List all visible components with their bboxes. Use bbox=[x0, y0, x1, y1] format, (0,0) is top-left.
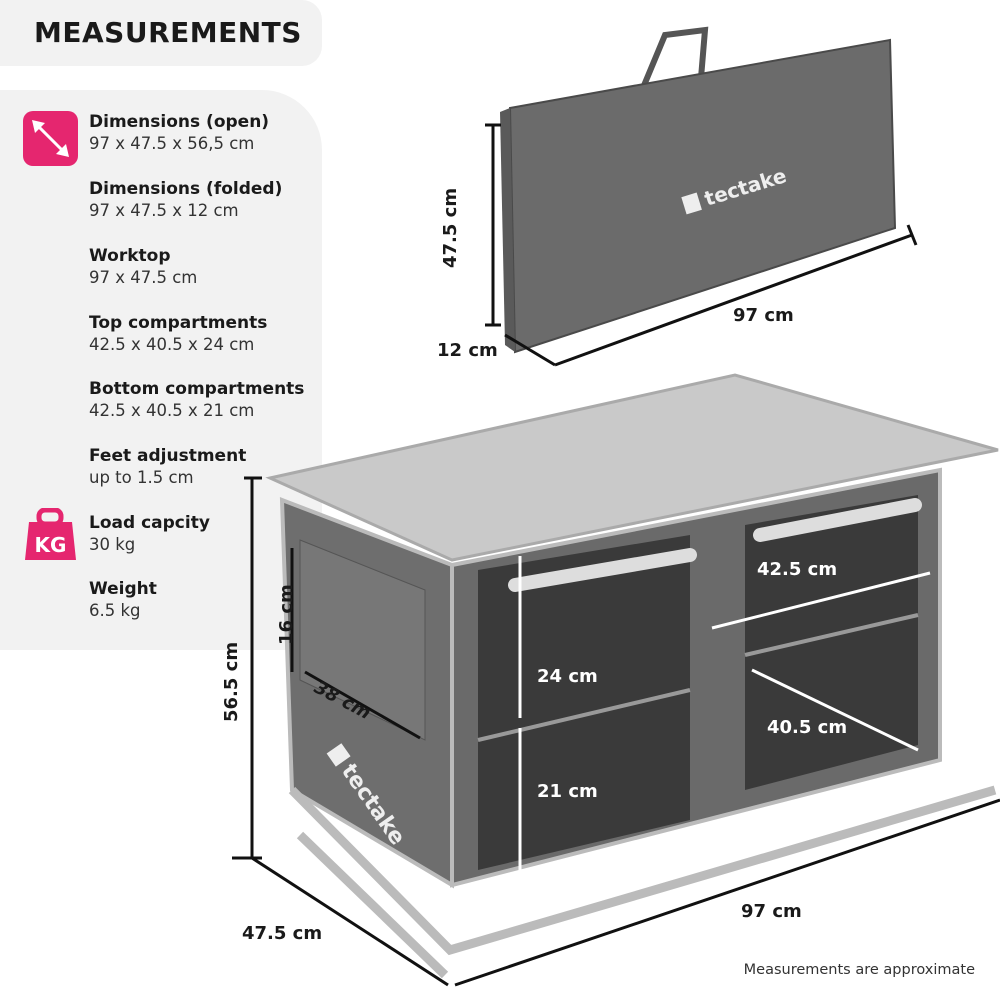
diagonal-arrow-icon bbox=[23, 111, 78, 166]
spec-value: 97 x 47.5 cm bbox=[89, 268, 198, 287]
spec-feet-adjustment: Feet adjustment up to 1.5 cm bbox=[89, 445, 246, 489]
bag-height-label: 47.5 cm bbox=[440, 187, 461, 268]
weight-kg-icon: KG bbox=[23, 507, 78, 563]
bag-dimension-lines bbox=[485, 123, 918, 367]
spec-label: Worktop bbox=[89, 246, 171, 266]
carry-bag: tectake bbox=[500, 26, 897, 354]
spec-bottom-compartments: Bottom compartments 42.5 x 40.5 x 21 cm bbox=[89, 378, 304, 422]
spec-label: Bottom compartments bbox=[89, 379, 305, 399]
spec-value: 6.5 kg bbox=[89, 601, 141, 620]
footnote: Measurements are approximate bbox=[743, 962, 975, 978]
cabinet-width-label: 97 cm bbox=[741, 901, 802, 922]
spec-value: 97 x 47.5 x 12 cm bbox=[89, 201, 239, 220]
spec-label: Feet adjustment bbox=[89, 446, 247, 466]
spec-value: 97 x 47.5 x 56,5 cm bbox=[89, 134, 255, 153]
page-title: MEASUREMENTS bbox=[34, 16, 302, 49]
title-box: MEASUREMENTS bbox=[0, 0, 322, 66]
compartment-width-label: 42.5 cm bbox=[757, 559, 838, 580]
spec-dimensions-open: Dimensions (open) 97 x 47.5 x 56,5 cm bbox=[89, 111, 269, 155]
compartment-depth-label: 40.5 cm bbox=[767, 717, 848, 738]
spec-value: up to 1.5 cm bbox=[89, 468, 194, 487]
pocket-height-label: 16 cm bbox=[276, 584, 297, 645]
spec-worktop: Worktop 97 x 47.5 cm bbox=[89, 245, 197, 289]
bag-width-label: 97 cm bbox=[733, 305, 794, 326]
camping-cabinet: tectake bbox=[265, 373, 999, 979]
spec-label: Load capcity bbox=[89, 513, 210, 533]
svg-text:KG: KG bbox=[35, 533, 67, 557]
cabinet-height-label: 56.5 cm bbox=[221, 641, 242, 722]
spec-label: Dimensions (folded) bbox=[89, 179, 283, 199]
spec-label: Top compartments bbox=[89, 313, 268, 333]
bag-depth-label: 12 cm bbox=[437, 340, 498, 361]
bottom-compartment-height-label: 21 cm bbox=[537, 781, 598, 802]
spec-dimensions-folded: Dimensions (folded) 97 x 47.5 x 12 cm bbox=[89, 178, 282, 222]
spec-label: Weight bbox=[89, 579, 157, 599]
top-compartment-height-label: 24 cm bbox=[537, 666, 598, 687]
cabinet-dimension-lines bbox=[232, 476, 1000, 987]
spec-label: Dimensions (open) bbox=[89, 112, 270, 132]
spec-weight: Weight 6.5 kg bbox=[89, 578, 157, 622]
spec-value: 30 kg bbox=[89, 535, 136, 554]
cabinet-depth-label: 47.5 cm bbox=[242, 923, 323, 944]
spec-top-compartments: Top compartments 42.5 x 40.5 x 24 cm bbox=[89, 312, 267, 356]
spec-value: 42.5 x 40.5 x 21 cm bbox=[89, 401, 255, 420]
spec-load-capacity: Load capcity 30 kg bbox=[89, 512, 210, 556]
spec-value: 42.5 x 40.5 x 24 cm bbox=[89, 335, 255, 354]
